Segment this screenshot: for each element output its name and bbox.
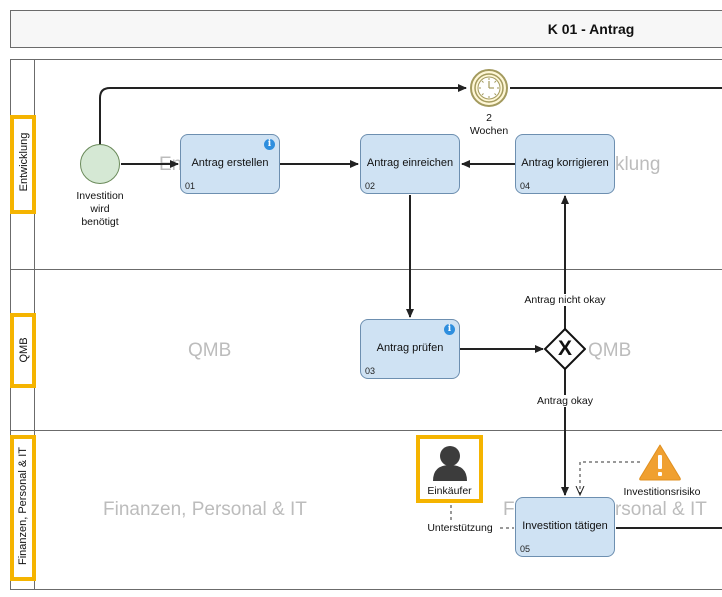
association-label-unterstuetzung: Unterstützung (420, 522, 500, 534)
warning-icon[interactable] (638, 443, 682, 481)
pool-title: K 01 - Antrag (547, 21, 635, 37)
exclusive-gateway[interactable] (544, 328, 586, 370)
task-number: 01 (185, 181, 196, 191)
info-icon[interactable]: i (264, 139, 275, 150)
start-event-label-line3: benötigt (81, 216, 119, 228)
task-label: Antrag erstellen (191, 157, 269, 169)
gateway-x-icon: X (557, 337, 572, 360)
task-label: Antrag einreichen (366, 157, 454, 169)
task-antrag-erstellen[interactable]: i Antrag erstellen 01 (180, 134, 280, 194)
role-einkaeufer-box[interactable]: Einkäufer (416, 435, 483, 503)
association-risk-to-05 (580, 461, 640, 494)
timer-event-label-line1: 2 (486, 112, 492, 124)
lane-watermark-qmb-right: QMB (588, 340, 632, 361)
task-label: Antrag prüfen (376, 342, 444, 354)
task-number: 03 (365, 366, 376, 376)
task-antrag-einreichen[interactable]: Antrag einreichen 02 (360, 134, 460, 194)
risk-label: Investitionsrisiko (623, 486, 701, 498)
task-label: Investition tätigen (522, 520, 608, 532)
person-icon (433, 446, 467, 481)
association-role-to-05 (450, 505, 514, 529)
flow-start-to-timer (99, 84, 467, 145)
role-label: Einkäufer (427, 485, 472, 497)
start-event-label-line1: Investition (76, 190, 124, 202)
task-investition-taetigen[interactable]: Investition tätigen 05 (515, 497, 615, 557)
info-icon[interactable]: i (444, 324, 455, 335)
start-event[interactable] (80, 144, 120, 184)
timer-event-label-line2: Wochen (469, 125, 509, 137)
gateway-label-not-ok: Antrag nicht okay (515, 294, 615, 306)
task-label: Antrag korrigieren (521, 157, 609, 169)
timer-event-icon[interactable] (469, 68, 509, 108)
lane-label-box-finanzen[interactable]: Finanzen, Personal & IT (10, 435, 36, 581)
lane-label-box-entwicklung[interactable]: Entwicklung (10, 115, 36, 214)
task-antrag-korrigieren[interactable]: Antrag korrigieren 04 (515, 134, 615, 194)
task-antrag-pruefen[interactable]: i Antrag prüfen 03 (360, 319, 460, 379)
gateway-label-ok: Antrag okay (520, 395, 610, 407)
task-number: 02 (365, 181, 376, 191)
lane-watermark-qmb-left: QMB (188, 340, 232, 361)
task-number: 04 (520, 181, 531, 191)
lane-label-box-qmb[interactable]: QMB (10, 313, 36, 388)
start-event-label-line2: wird (90, 203, 110, 215)
pool-header: K 01 - Antrag (10, 10, 722, 48)
lane-watermark-finanzen-left: Finanzen, Personal & IT (103, 499, 307, 520)
task-number: 05 (520, 544, 531, 554)
